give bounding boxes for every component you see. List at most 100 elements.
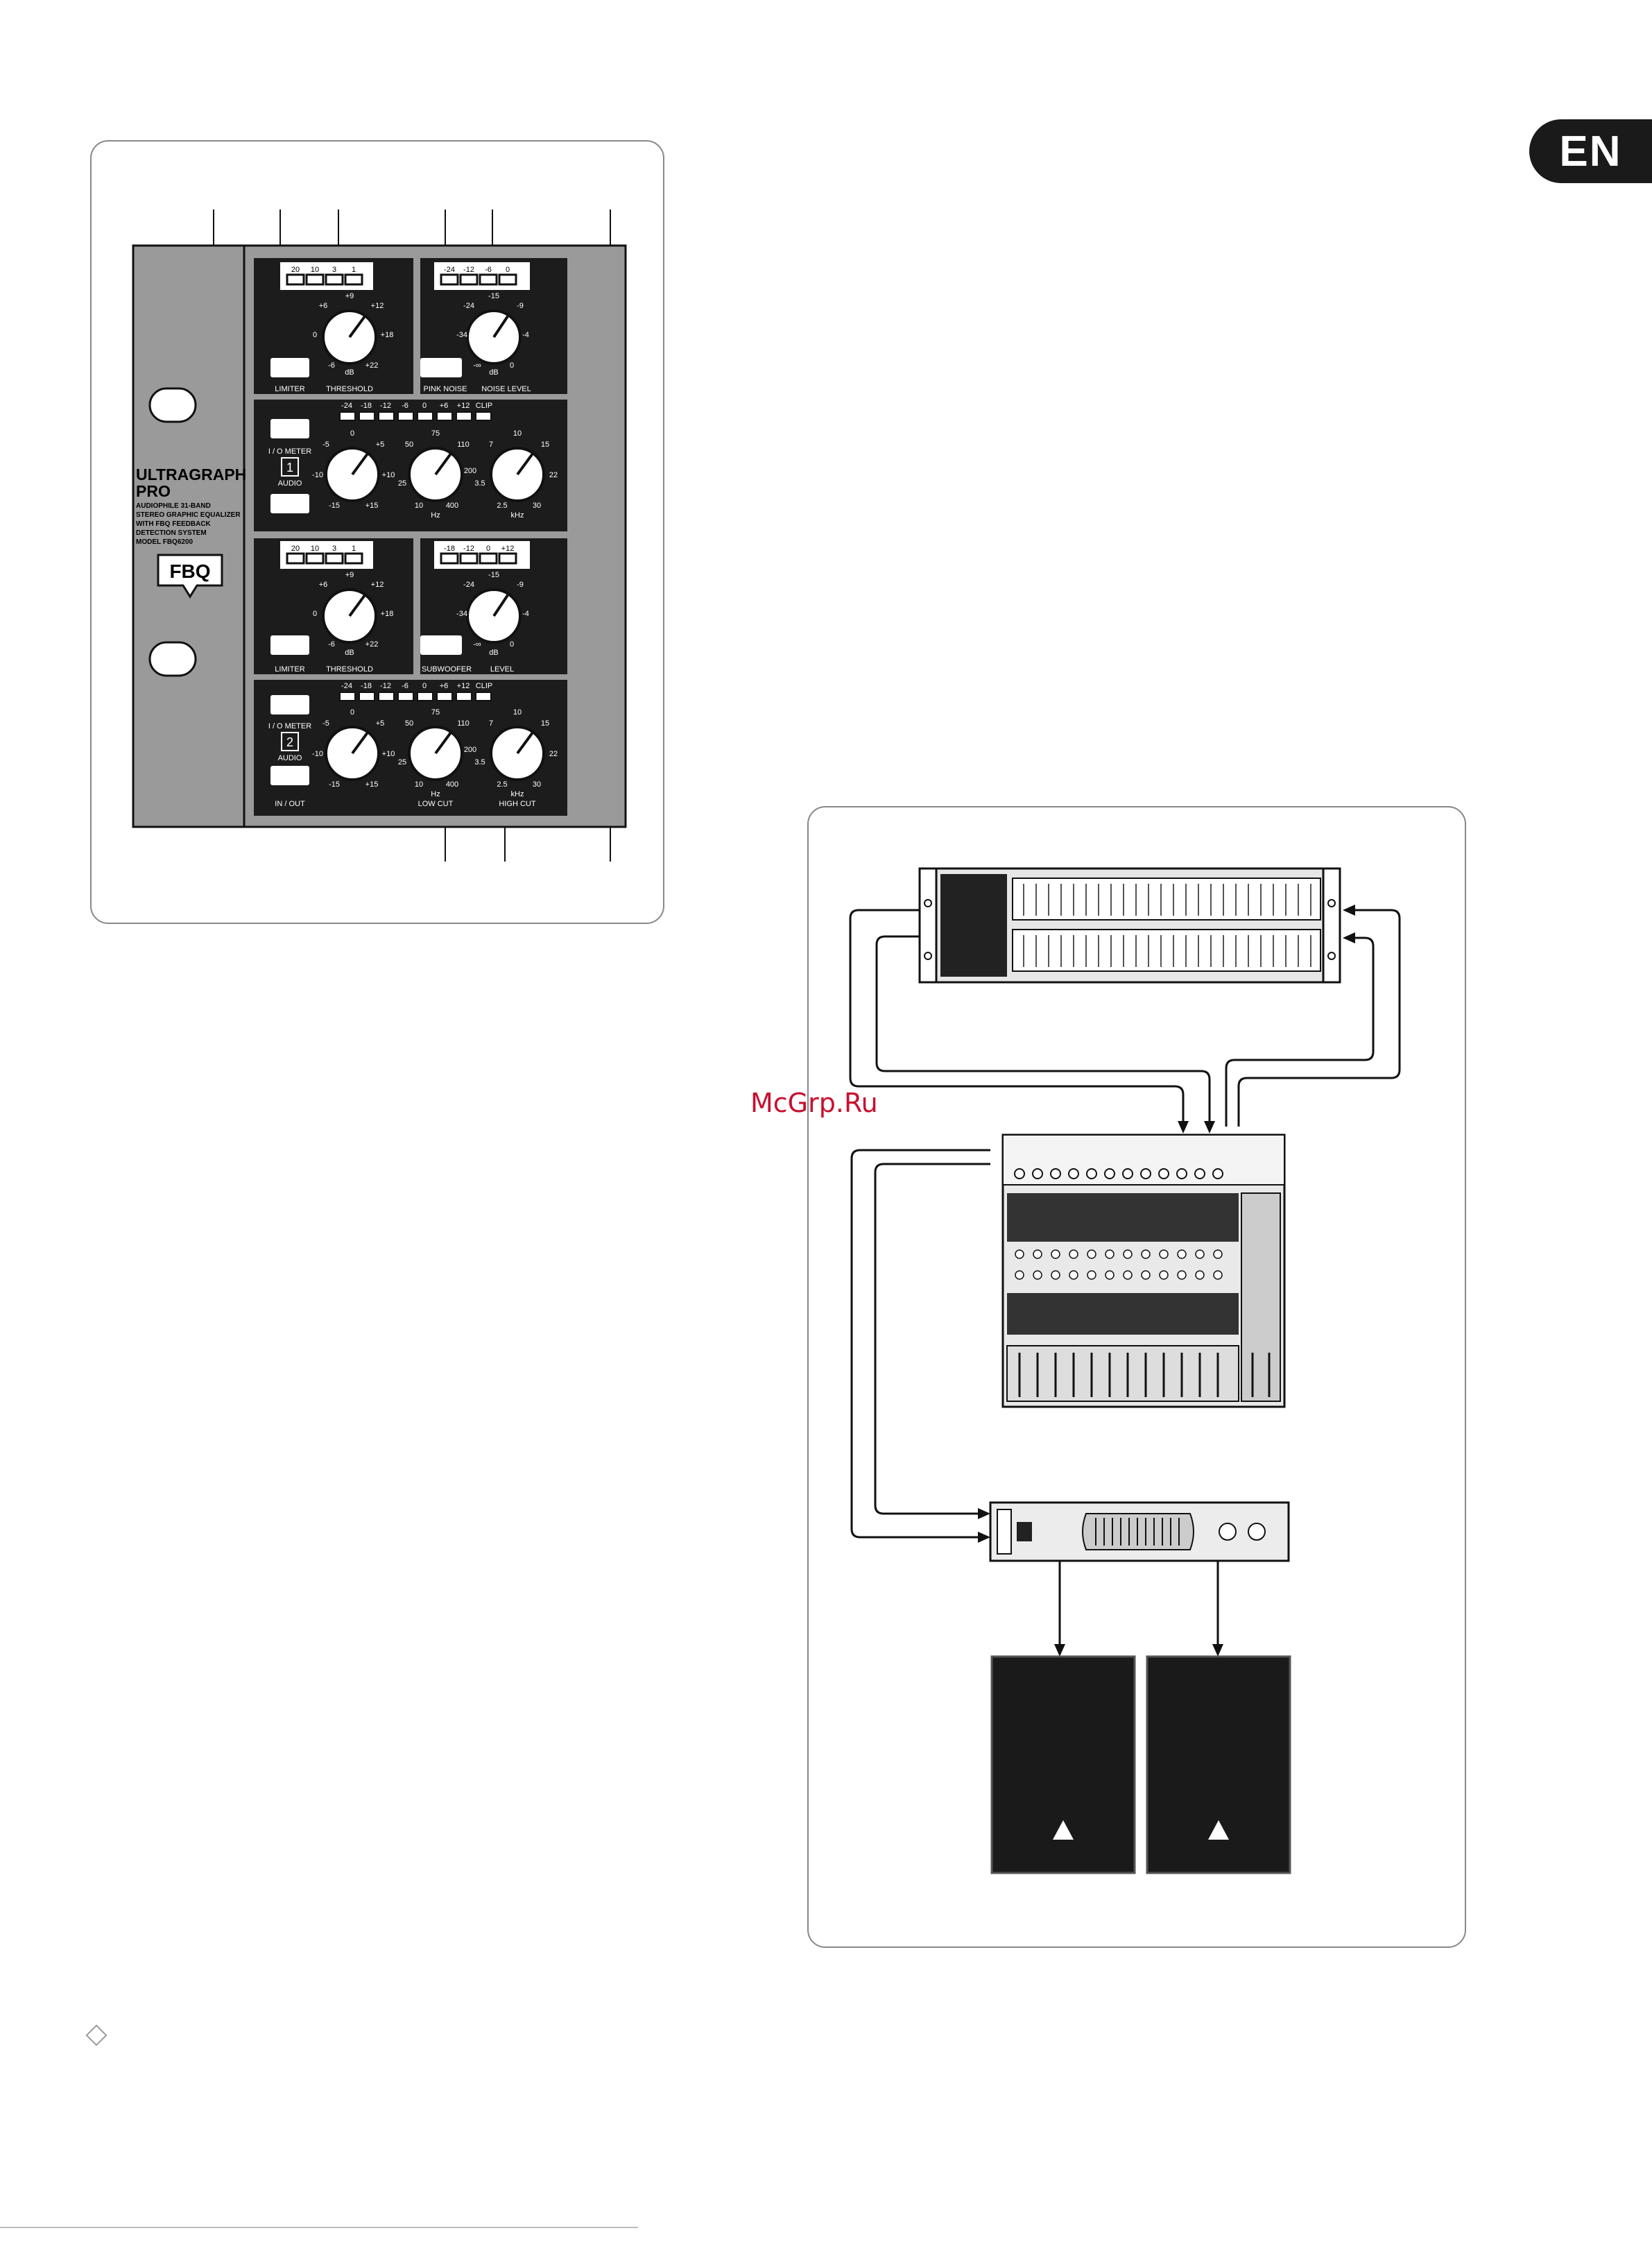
scale-label: 110 [457,440,470,449]
device-description: AUDIOPHILE 31-BAND STEREO GRAPHIC EQUALI… [136,502,241,546]
scale-label: -10 [312,750,323,758]
led-label: 20 [291,266,300,274]
scale-label: 25 [398,479,406,488]
scale-label: +18 [381,331,394,339]
meter-label: CLIP [476,402,492,410]
scale-label: 0 [510,640,514,649]
scale-label: 0 [313,610,317,618]
channel-boxes: 1 2 [281,457,299,751]
scale-label: -34 [456,331,467,339]
cables [849,909,1401,1647]
scale-label: 50 [405,719,413,728]
scale-label: 400 [446,780,458,789]
in-out-button[interactable] [270,766,309,785]
scale-label: +9 [345,292,354,300]
io-meter-label: I / O METER [268,447,311,456]
scale-label: 15 [541,719,549,728]
scale-label: -∞ [473,361,481,370]
desc-line: WITH FBQ FEEDBACK [136,520,212,528]
meter-label: -24 [341,682,352,690]
scale-label: +12 [371,302,384,310]
meter-label: 0 [422,402,427,410]
led-label: 0 [486,545,490,553]
scale-label: 10 [415,502,423,510]
scale-label: +15 [365,502,379,510]
scale-label: -24 [463,581,474,589]
scale-label: -9 [517,581,524,589]
scale-label: 0 [510,361,514,370]
scale-label: 400 [446,502,458,510]
pink-noise-button[interactable] [420,358,462,377]
meter-label: -12 [380,682,391,690]
in-out-label: IN / OUT [275,800,305,808]
scale-label: -10 [312,471,323,479]
limiter-label: LIMITER [275,385,304,393]
led-label: -24 [444,266,455,274]
low-cut-label: LOW CUT [418,800,454,808]
led-label: 10 [311,545,319,553]
desc-line: AUDIOPHILE 31-BAND [136,502,211,510]
speaker-right [1146,1655,1291,1874]
scale-label: 25 [398,758,406,767]
pink-noise-label: PINK NOISE [424,385,467,393]
scale-label: 200 [464,467,476,475]
scale-label: +10 [382,750,395,758]
scale-label: 75 [431,429,440,438]
meter-label: -6 [402,402,408,410]
scale-label: 10 [513,429,522,438]
scale-label: -15 [488,292,499,300]
scale-label: 15 [541,440,549,449]
scale-label: -15 [488,571,499,579]
scale-label: 75 [431,708,440,717]
khz-label: kHz [511,511,524,520]
wiring-diagram-svg [849,867,1401,1874]
mixer-unit [1001,1133,1286,1408]
led-label: 1 [352,545,356,553]
scale-label: 110 [457,719,470,728]
knob-pointers [348,315,534,755]
scale-label: 0 [350,708,354,717]
language-badge: EN [1529,119,1652,183]
io-meter-button-2[interactable] [270,695,309,714]
desc-line: MODEL FBQ6200 [136,538,193,546]
db-label: dB [489,649,498,657]
limiter-button-2[interactable] [270,635,309,655]
khz-label: kHz [511,790,524,798]
desc-line: STEREO GRAPHIC EQUALIZER [136,511,241,519]
fbq-logo-text: FBQ [169,560,210,582]
led-label: -6 [485,266,492,274]
io-meter-button-1[interactable] [270,419,309,438]
limiter-button-1[interactable] [270,358,309,377]
led-label: -12 [463,545,474,553]
scale-label: 0 [350,429,354,438]
scale-label: +9 [345,571,354,579]
scale-label: +22 [365,640,379,649]
knobs [322,309,545,781]
brand-line1: ULTRAGRAPH [136,465,246,484]
limiter-label: LIMITER [275,665,304,674]
meter-label: -24 [341,402,352,410]
meter-label: -12 [380,402,391,410]
meter-label: -18 [361,682,372,690]
meter-label: +6 [440,682,449,690]
subwoofer-button[interactable] [420,635,462,655]
cable-arrows [978,905,1355,1657]
audio-button-1[interactable] [270,494,309,513]
scale-label: -15 [329,502,340,510]
scale-label: 30 [533,780,541,789]
hz-label: Hz [431,511,440,520]
led-label: +12 [501,545,515,553]
scale-label: 7 [489,719,493,728]
wiring-diagram-figure [807,806,1466,1948]
scale-label: 200 [464,746,476,754]
channel-1-label: 1 [286,461,293,474]
db-label: dB [345,649,354,657]
led-label: 1 [352,266,356,274]
scale-label: 0 [313,331,317,339]
front-panel-figure: ULTRAGRAPH PRO AUDIOPHILE 31-BAND STEREO… [90,140,664,924]
scale-label: +6 [319,302,328,310]
